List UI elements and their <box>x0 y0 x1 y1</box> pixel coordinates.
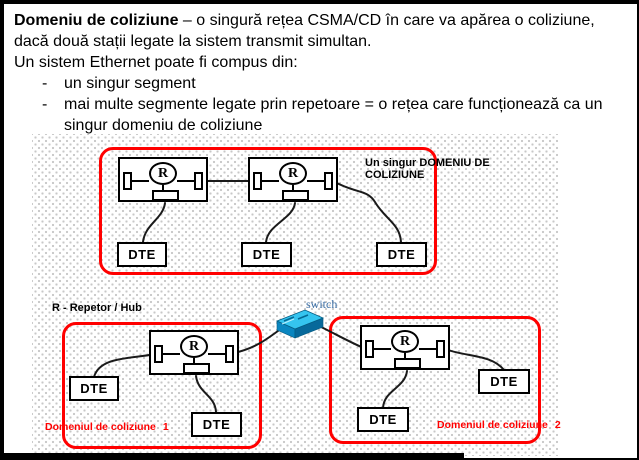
intro-title: Domeniu de coliziune <box>14 12 179 29</box>
repeater-internal-wire <box>292 185 294 192</box>
domain1-number: 1 <box>162 421 169 433</box>
bullet-dash: - <box>42 75 48 92</box>
collision-domain-box-1 <box>62 322 262 449</box>
repeater-internal-wire <box>419 348 436 350</box>
dte-label: DTE <box>202 417 231 432</box>
repeater-port-bottom <box>183 363 210 374</box>
repeater-internal-wire <box>208 353 225 355</box>
repeater-internal-wire <box>262 180 279 182</box>
list-item: - mai multe segmente legate prin repetoa… <box>42 96 603 113</box>
dte-label: DTE <box>128 247 156 262</box>
dte-label: DTE <box>490 374 518 389</box>
repeater-internal-wire <box>404 353 406 360</box>
repeater-internal-wire <box>132 180 149 182</box>
repeater-box-2: R <box>248 157 338 202</box>
repeater-internal-wire <box>193 358 195 365</box>
repeater-label: R <box>149 162 177 185</box>
repeater-port-bottom <box>282 190 309 201</box>
repeater-internal-wire <box>307 180 324 182</box>
dte-box-5: DTE <box>191 412 242 437</box>
diagram-bottom-edge <box>4 453 464 458</box>
dte-box-4: DTE <box>69 376 119 401</box>
dte-label: DTE <box>252 247 281 262</box>
repeater-label: R <box>391 330 419 353</box>
repeater-port-left <box>365 340 374 358</box>
repeater-box-1: R <box>118 157 208 202</box>
intro-line-2: dacă două stații legate la sistem transm… <box>14 33 372 50</box>
dte-box-1: DTE <box>117 242 167 267</box>
single-domain-label: Un singur DOMENIU DE COLIZIUNE <box>365 157 490 181</box>
repeater-box-4: R <box>360 325 450 370</box>
repeater-port-right <box>324 172 333 190</box>
repeater-port-left <box>253 172 262 190</box>
intro-line-3: Un sistem Ethernet poate fi compus din: <box>14 54 298 71</box>
dte-label: DTE <box>80 381 108 396</box>
dte-box-3: DTE <box>376 242 427 267</box>
repeater-internal-wire <box>177 180 194 182</box>
collision-domain-box-2 <box>329 316 541 444</box>
dte-box-7: DTE <box>357 407 409 432</box>
repeater-internal-wire <box>163 353 180 355</box>
repeater-internal-wire <box>162 185 164 192</box>
repeater-internal-wire <box>374 348 391 350</box>
dte-box-6: DTE <box>478 369 530 394</box>
list-item-continuation: singur domeniu de coliziune <box>64 117 263 134</box>
bullet-dash: - <box>42 96 48 113</box>
repeater-port-right <box>194 172 203 190</box>
list-item: - un singur segment <box>42 75 196 92</box>
repeater-port-left <box>123 172 132 190</box>
repeater-port-left <box>154 345 163 363</box>
repeater-legend-label: R - Repetor / Hub <box>52 302 142 314</box>
dte-box-2: DTE <box>241 242 292 267</box>
repeater-port-bottom <box>152 190 179 201</box>
intro-text: Domeniu de coliziune – o singură rețea C… <box>14 10 634 136</box>
intro-line-1: Domeniu de coliziune – o singură rețea C… <box>14 12 595 29</box>
repeater-port-right <box>436 340 445 358</box>
switch-label: switch <box>306 297 338 311</box>
repeater-port-bottom <box>394 358 421 369</box>
repeater-box-3: R <box>149 330 239 375</box>
dte-label: DTE <box>387 247 416 262</box>
dte-label: DTE <box>369 412 397 427</box>
repeater-port-right <box>225 345 234 363</box>
collision-domain-box-single <box>99 147 437 275</box>
domain2-number: 2 <box>554 419 561 431</box>
repeater-label: R <box>180 335 208 358</box>
repeater-label: R <box>279 162 307 185</box>
